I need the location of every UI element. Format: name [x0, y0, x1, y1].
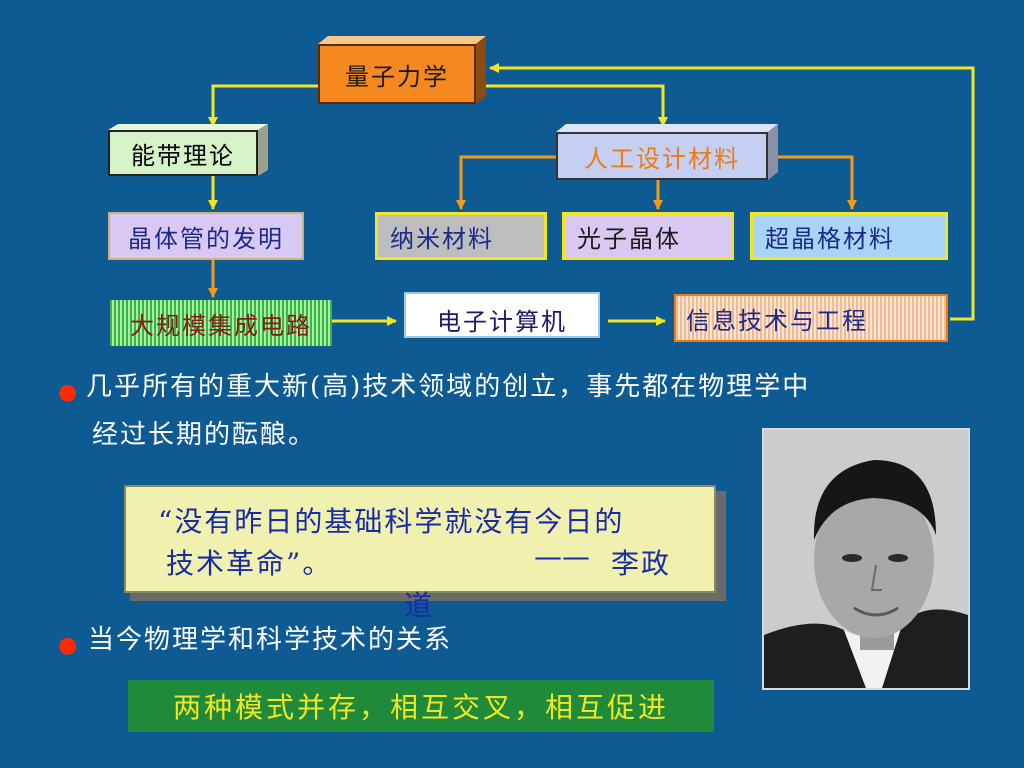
bullet-dot: ● — [58, 380, 78, 405]
bullet-text-line2: 经过长期的酝酿。 — [92, 420, 317, 450]
portrait-image — [764, 430, 968, 688]
info-tech-box: 信息技术与工程 — [674, 294, 948, 342]
arrow-info-to-qm — [489, 63, 975, 321]
quantum-mechanics-box: 量子力学 — [318, 44, 476, 104]
computer-box: 电子计算机 — [404, 292, 600, 338]
band-theory-box: 能带理论 — [108, 130, 258, 176]
bullet2-text: 当今物理学和科学技术的关系 — [88, 625, 453, 655]
quote-dash: —— — [534, 540, 590, 573]
transistor-invention-box: 晶体管的发明 — [108, 212, 304, 260]
quote-line2: 技术革命”。 — [166, 542, 332, 582]
arrow-artificial-to-superlattice — [775, 155, 857, 210]
quote-line1: “没有昨日的基础科学就没有今日的 — [158, 505, 625, 538]
quote-text: 技术革命”。 — [166, 547, 333, 580]
bullet-dot: ● — [58, 633, 78, 658]
photonic-crystal-box: 光子晶体 — [562, 212, 734, 260]
arrow-qm-to-artificial — [486, 84, 668, 127]
conclusion-box: 两种模式并存，相互交叉，相互促进 — [128, 680, 714, 732]
superlattice-materials-box: 超晶格材料 — [750, 212, 948, 260]
arrow-qm-to-band — [208, 84, 318, 127]
artificial-materials-box: 人工设计材料 — [556, 132, 768, 180]
quote-author-part1: 李政 — [611, 547, 672, 580]
quote-box — [124, 485, 716, 593]
bullet-text-line1: 几乎所有的重大新(高)技术领域的创立，事先都在物理学中 — [86, 372, 811, 402]
quote-author-part2: 道 — [404, 589, 433, 622]
arrow-artificial-to-nano — [456, 155, 556, 210]
nano-materials-box: 纳米材料 — [375, 212, 547, 260]
vlsi-box: 大规模集成电路 — [110, 300, 332, 346]
portrait-photo — [762, 428, 970, 690]
